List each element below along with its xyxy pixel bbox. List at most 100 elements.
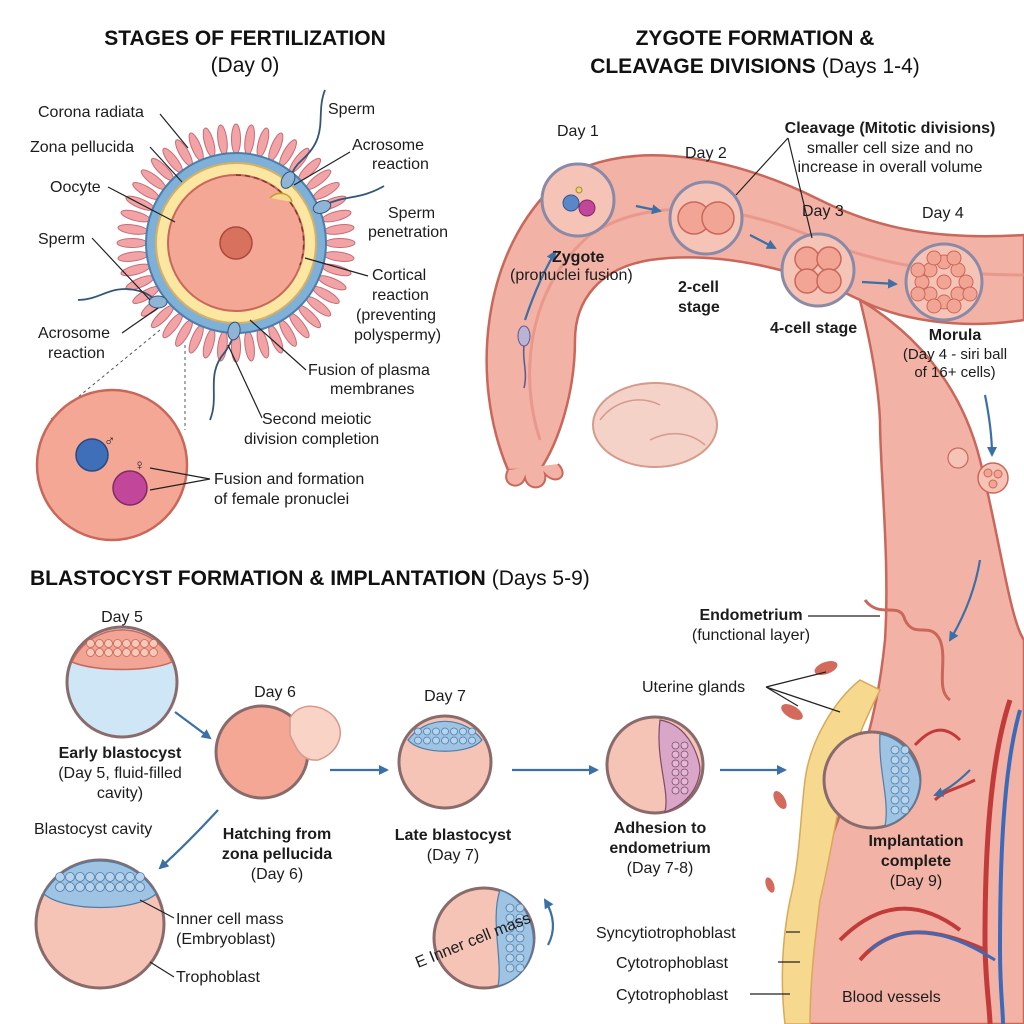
- label-acrosome-right-2: reaction: [372, 156, 429, 173]
- male-pronucleus: [75, 438, 109, 472]
- icm-cell: [450, 727, 458, 736]
- zygote-title-line1: ZYGOTE FORMATION &: [636, 27, 875, 50]
- corona-cell: [116, 238, 148, 248]
- morula-cell: [926, 298, 942, 314]
- zygote-pronucleus-female: [578, 199, 596, 217]
- icm-cell: [890, 775, 900, 785]
- morula-cell: [936, 274, 952, 290]
- label-hatching-1: Hatching from: [223, 826, 331, 843]
- morula-cell: [946, 250, 962, 266]
- label-zygote-desc: (pronuclei fusion): [510, 267, 633, 284]
- cleavage-stages: Day 1 Day 2 Day 3 Day 4 Cleavage (Mitoti…: [510, 120, 1007, 457]
- morula-cells: [910, 250, 978, 314]
- morula-cell: [962, 286, 978, 302]
- icm-cell: [115, 882, 125, 892]
- leader-cortical: [304, 257, 369, 277]
- icm-cell: [680, 741, 689, 750]
- icm-cell: [671, 750, 680, 759]
- label-oocyte: Oocyte: [50, 179, 101, 196]
- leader-icm: [139, 899, 175, 919]
- icm-cell: [75, 872, 85, 882]
- icm-cell: [65, 882, 75, 892]
- label-pronuclei-2: of female pronuclei: [214, 491, 349, 508]
- icm-cell: [423, 736, 431, 745]
- icm-cell: [131, 648, 140, 657]
- icm-cell: [115, 872, 125, 882]
- corona-cell: [217, 124, 228, 156]
- label-day1: Day 1: [557, 123, 599, 140]
- icm-cell: [900, 775, 910, 785]
- icm-cell: [122, 648, 131, 657]
- label-blood-vessels: Blood vessels: [842, 989, 941, 1006]
- label-implant-1: Implantation: [868, 833, 963, 850]
- morula-cell: [910, 262, 926, 278]
- label-day5: Day 5: [101, 609, 143, 626]
- icm-cell: [671, 759, 680, 768]
- label-acrosome-right-1: Acrosome: [352, 137, 424, 154]
- leader-zona: [149, 146, 183, 183]
- icm-cells-rotated: [505, 903, 525, 973]
- icm-cell: [890, 765, 900, 775]
- label-early-3: cavity): [97, 785, 143, 802]
- icm-cell: [135, 872, 145, 882]
- icm-cell: [75, 882, 85, 892]
- leader-pronuclei: [149, 467, 211, 491]
- cortical-line: [235, 174, 305, 266]
- arrow-morula-down: [983, 394, 997, 457]
- morula-cell: [946, 298, 962, 314]
- label-morula-desc-1: (Day 4 - siri ball: [903, 346, 1007, 363]
- arrow-to-cross-section: [158, 809, 219, 870]
- label-hatching-3: (Day 6): [251, 866, 303, 883]
- label-day2: Day 2: [685, 145, 727, 162]
- leader-fusion-plasma: [249, 319, 307, 371]
- label-morula-desc-2: of 16+ cells): [914, 364, 995, 381]
- uterus-body: [788, 297, 1024, 1024]
- icm-cell: [423, 727, 431, 736]
- blastocyst-title-bold: BLASTOCYST FORMATION & IMPLANTATION: [30, 567, 486, 590]
- label-meiotic-2: division completion: [244, 431, 379, 448]
- label-cortical-3: (preventing: [356, 307, 436, 324]
- morula-cell: [910, 286, 926, 302]
- corona-cell: [323, 224, 355, 235]
- icm-cells-day5: [86, 639, 158, 657]
- arrow-4cell-to-morula: [861, 278, 898, 289]
- zygote-title-bold: CLEAVAGE DIVISIONS: [590, 55, 816, 78]
- four-cell-embryo: [780, 232, 856, 308]
- label-cleavage-desc-2: increase in overall volume: [798, 159, 983, 176]
- icm-cell: [95, 872, 105, 882]
- icm-cell: [104, 639, 113, 648]
- label-day3: Day 3: [802, 203, 844, 220]
- label-adhesion-1: Adhesion to: [614, 820, 707, 837]
- icm-cell: [515, 943, 525, 953]
- icm-cell: [459, 736, 467, 745]
- icm-cell: [125, 872, 135, 882]
- label-meiotic-1: Second meiotic: [262, 411, 371, 428]
- icm-cell: [65, 872, 75, 882]
- label-sperm-top: Sperm: [328, 101, 375, 118]
- icm-cell: [505, 913, 515, 923]
- icm-cell: [680, 750, 689, 759]
- icm-cell: [441, 736, 449, 745]
- icm-cell: [86, 648, 95, 657]
- leader-oocyte: [107, 186, 176, 223]
- icm-cell: [505, 923, 515, 933]
- label-uterine-glands: Uterine glands: [642, 679, 745, 696]
- arrow-2cell-to-4cell: [749, 234, 777, 249]
- arrow-into-tube: [523, 250, 556, 321]
- label-icm-2: (Embryoblast): [176, 931, 276, 948]
- icm-cell: [140, 639, 149, 648]
- icm-cell: [113, 648, 122, 657]
- icm-cell: [680, 768, 689, 777]
- leader-meiotic: [227, 344, 263, 419]
- label-cortical-1: Cortical: [372, 267, 426, 284]
- arrow-zygote-to-2cell: [635, 204, 662, 215]
- icm-cell: [890, 785, 900, 795]
- corona-cell: [217, 330, 228, 362]
- icm-cell: [105, 872, 115, 882]
- label-sperm-left: Sperm: [38, 231, 85, 248]
- icm-cell: [149, 648, 158, 657]
- corona-radiata-cells: [116, 123, 356, 363]
- icm-cells-day7: [414, 727, 476, 745]
- icm-cell: [505, 903, 515, 913]
- hatched-zona-fragment: [289, 705, 341, 761]
